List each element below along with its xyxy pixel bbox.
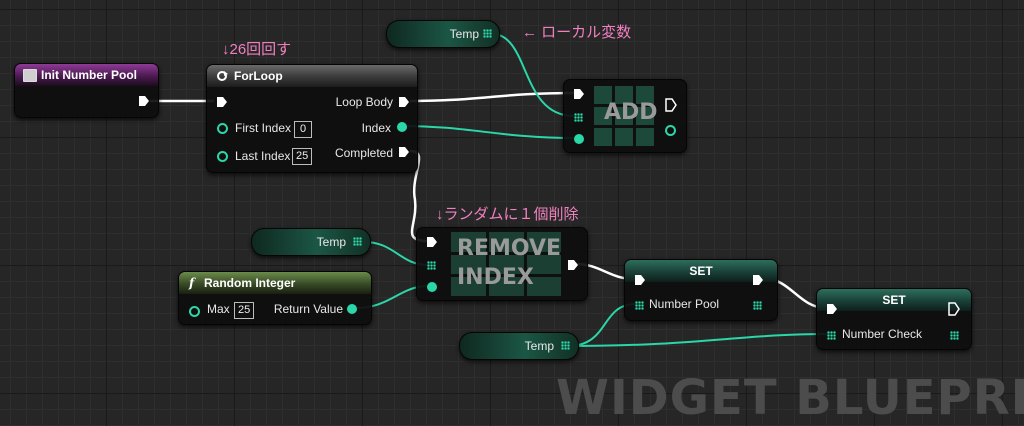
forloop-node[interactable]: ForLoop First Index 0 Last Index 25 Loop… [206, 64, 418, 173]
number-check-in-pin[interactable] [827, 331, 836, 340]
first-index-input[interactable]: 0 [294, 121, 312, 138]
max-input[interactable]: 25 [234, 302, 255, 319]
array-icon [451, 232, 561, 296]
node-title: Random Integer [204, 276, 296, 290]
exec-wire-completed-remove [409, 149, 429, 243]
max-pin[interactable] [189, 306, 200, 317]
loop-body-exec-pin[interactable] [398, 96, 410, 108]
exec-wire-loopbody-add [409, 91, 575, 103]
variable-label: Temp [449, 27, 479, 41]
function-icon: f [189, 276, 195, 290]
return-value-label: Return Value [273, 302, 343, 316]
node-title: SET [882, 293, 906, 307]
temp-variable-node-bottom[interactable]: Temp [459, 332, 579, 360]
set-number-pool-node[interactable]: SET Number Pool [624, 259, 778, 321]
node-title: Init Number Pool [41, 68, 137, 82]
index-to-remove-pin[interactable] [427, 282, 437, 292]
variable-label: Temp [524, 339, 554, 353]
first-index-label: First Index [235, 121, 292, 135]
loop-icon [217, 71, 228, 81]
data-wire-temp-add [491, 33, 575, 117]
return-value-pin[interactable] [347, 304, 357, 314]
variable-label: Temp [316, 235, 346, 249]
comment-remove-random: ↓ランダムに１個削除 [436, 206, 579, 223]
array-out-pin[interactable] [483, 29, 492, 38]
node-header: SET [817, 289, 971, 311]
number-pool-in-pin[interactable] [635, 301, 644, 310]
last-index-pin[interactable] [217, 151, 228, 162]
node-header: f Random Integer [179, 272, 371, 294]
widget-blueprint-watermark: WIDGET BLUEPRINT [556, 370, 1024, 426]
add-node[interactable]: ADD [563, 79, 687, 153]
index-return-pin[interactable] [665, 125, 676, 136]
first-index-pin[interactable] [217, 123, 228, 134]
target-array-pin[interactable] [427, 261, 436, 270]
index-label: Index [361, 121, 391, 135]
node-title: ForLoop [234, 69, 283, 83]
number-pool-label: Number Pool [649, 297, 720, 311]
exec-in-pin[interactable] [634, 274, 646, 286]
set-number-check-node[interactable]: SET Number Check [816, 288, 972, 350]
temp-variable-node-top[interactable]: Temp [386, 20, 500, 48]
node-header: Init Number Pool [15, 64, 158, 86]
index-out-pin[interactable] [397, 122, 407, 132]
exec-out-pin[interactable] [138, 95, 150, 107]
temp-variable-node-mid[interactable]: Temp [251, 228, 371, 256]
init-number-pool-node[interactable]: Init Number Pool [14, 63, 159, 118]
node-title: SET [689, 264, 713, 278]
node-title: ADD [604, 100, 658, 125]
completed-label: Completed [334, 146, 393, 160]
remove-index-node[interactable]: REMOVE INDEX [416, 227, 588, 301]
number-check-label: Number Check [842, 327, 923, 341]
exec-in-pin[interactable] [573, 88, 585, 100]
event-icon [23, 69, 37, 82]
exec-out-pin[interactable] [567, 259, 579, 271]
last-index-input[interactable]: 25 [292, 148, 313, 165]
array-out-pin[interactable] [561, 341, 570, 350]
exec-out-pin[interactable] [665, 98, 677, 112]
node-title-line2: INDEX [457, 265, 534, 290]
exec-out-pin[interactable] [752, 274, 764, 286]
exec-in-pin[interactable] [426, 236, 438, 248]
target-array-pin[interactable] [574, 113, 583, 122]
data-wire-temp-set2 [567, 333, 829, 347]
node-title-line1: REMOVE [457, 236, 562, 261]
last-index-label: Last Index [235, 149, 291, 163]
exec-out-pin[interactable] [948, 302, 960, 316]
node-header: SET [625, 260, 777, 282]
loop-body-label: Loop Body [335, 95, 393, 109]
comment-local-variable: ← ローカル変数 [522, 24, 632, 41]
exec-in-pin[interactable] [826, 303, 838, 315]
completed-exec-pin[interactable] [398, 146, 410, 158]
node-header: ForLoop [207, 65, 417, 87]
array-out-pin[interactable] [353, 237, 362, 246]
exec-in-pin[interactable] [216, 96, 228, 108]
number-pool-out-pin[interactable] [753, 301, 762, 310]
array-icon [594, 86, 654, 146]
random-integer-node[interactable]: f Random Integer Max 25 Return Value [178, 271, 372, 325]
new-item-pin[interactable] [574, 134, 584, 144]
number-check-out-pin[interactable] [950, 331, 959, 340]
data-wire-index-add [401, 125, 575, 139]
max-label: Max [207, 302, 230, 316]
comment-loop-count: ↓26回回す [222, 41, 292, 58]
